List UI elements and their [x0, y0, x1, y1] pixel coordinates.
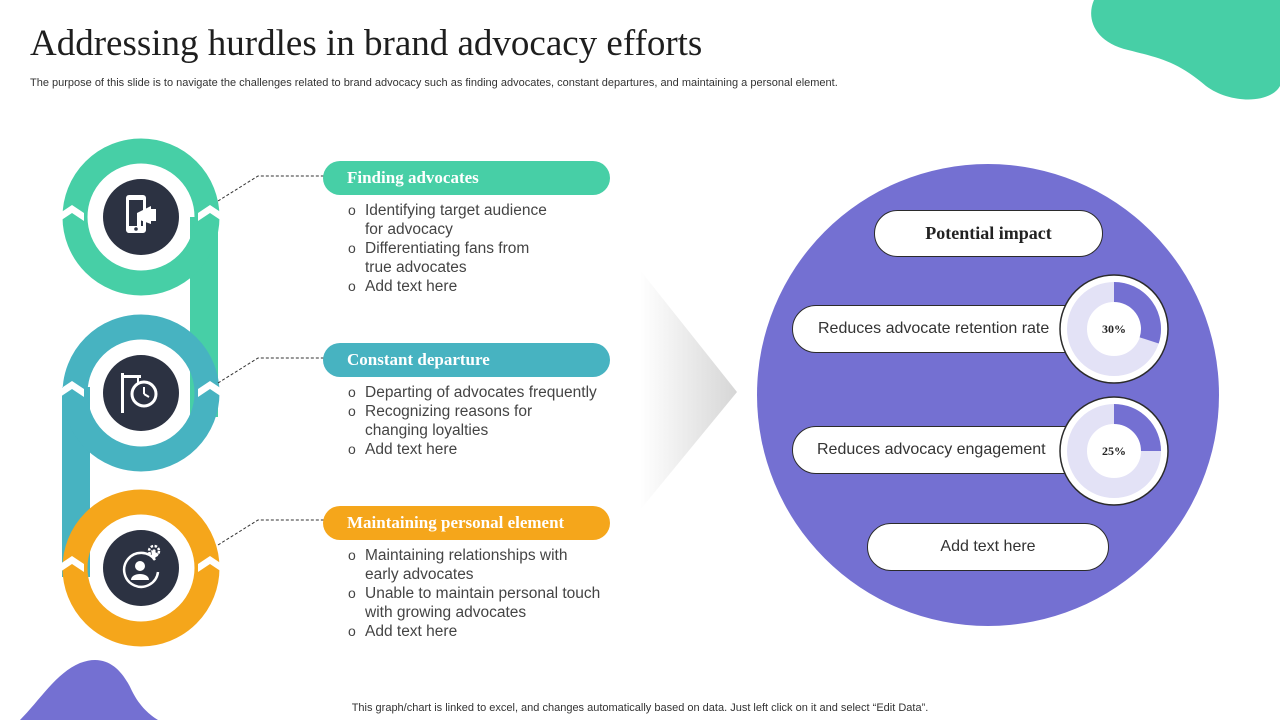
hurdle-points-personal-element: Maintaining relationships with early adv… [346, 546, 616, 641]
list-item: Add text here [346, 277, 616, 296]
donut-value-arc [1113, 404, 1161, 452]
hurdle-points-constant-departure: Departing of advocates frequently Recogn… [346, 383, 616, 459]
donut-value-arc [1113, 282, 1161, 344]
list-item: Identifying target audience for advocacy [346, 201, 616, 239]
footer-note: This graph/chart is linked to excel, and… [351, 702, 929, 714]
ring-personal-element [62, 489, 220, 647]
list-item: Add text here [346, 440, 616, 459]
list-item: Differentiating fans from true advocates [346, 239, 616, 277]
hurdle-title-finding-advocates: Finding advocates [323, 161, 610, 195]
list-item: Recognizing reasons for changing loyalti… [346, 402, 616, 440]
decorative-green-blob [1091, 0, 1280, 100]
list-item: Departing of advocates frequently [346, 383, 616, 402]
arrow-graphic [640, 270, 737, 510]
impact-title: Potential impact [925, 223, 1052, 243]
impact-title-pill: Potential impact [874, 210, 1103, 257]
decorative-purple-blob [20, 659, 158, 720]
list-item: Maintaining relationships with early adv… [346, 546, 616, 584]
list-item: Unable to maintain personal touch with g… [346, 584, 616, 622]
donut-engagement: 25% [1059, 396, 1169, 506]
ring-finding-advocates [62, 138, 220, 296]
metric-pill-engagement: Reduces advocacy engagement [792, 426, 1092, 474]
metric-label-retention: Reduces advocate retention rate [818, 320, 1050, 337]
hurdle-points-finding-advocates: Identifying target audience for advocacy… [346, 201, 616, 296]
list-item: Add text here [346, 622, 616, 641]
page-subtitle: The purpose of this slide is to navigate… [30, 77, 838, 89]
donut-retention: 30% [1059, 274, 1169, 384]
hurdle-chain-graphic [60, 138, 325, 647]
mobile-megaphone-icon [103, 179, 179, 255]
metric-label-engagement: Reduces advocacy engagement [817, 441, 1046, 458]
hurdle-title-personal-element: Maintaining personal element [323, 506, 610, 540]
donut-value-label: 25% [1102, 444, 1126, 458]
hurdle-title-constant-departure: Constant departure [323, 343, 610, 377]
user-cycle-gear-icon [103, 530, 179, 606]
ring-constant-departure [62, 314, 220, 472]
impact-extra-text: Add text here [940, 538, 1036, 555]
donut-value-label: 30% [1102, 322, 1126, 336]
page-title: Addressing hurdles in brand advocacy eff… [30, 23, 703, 64]
metric-pill-retention: Reduces advocate retention rate [792, 305, 1092, 353]
impact-extra-pill: Add text here [867, 523, 1109, 571]
clock-signpost-icon [103, 355, 179, 431]
